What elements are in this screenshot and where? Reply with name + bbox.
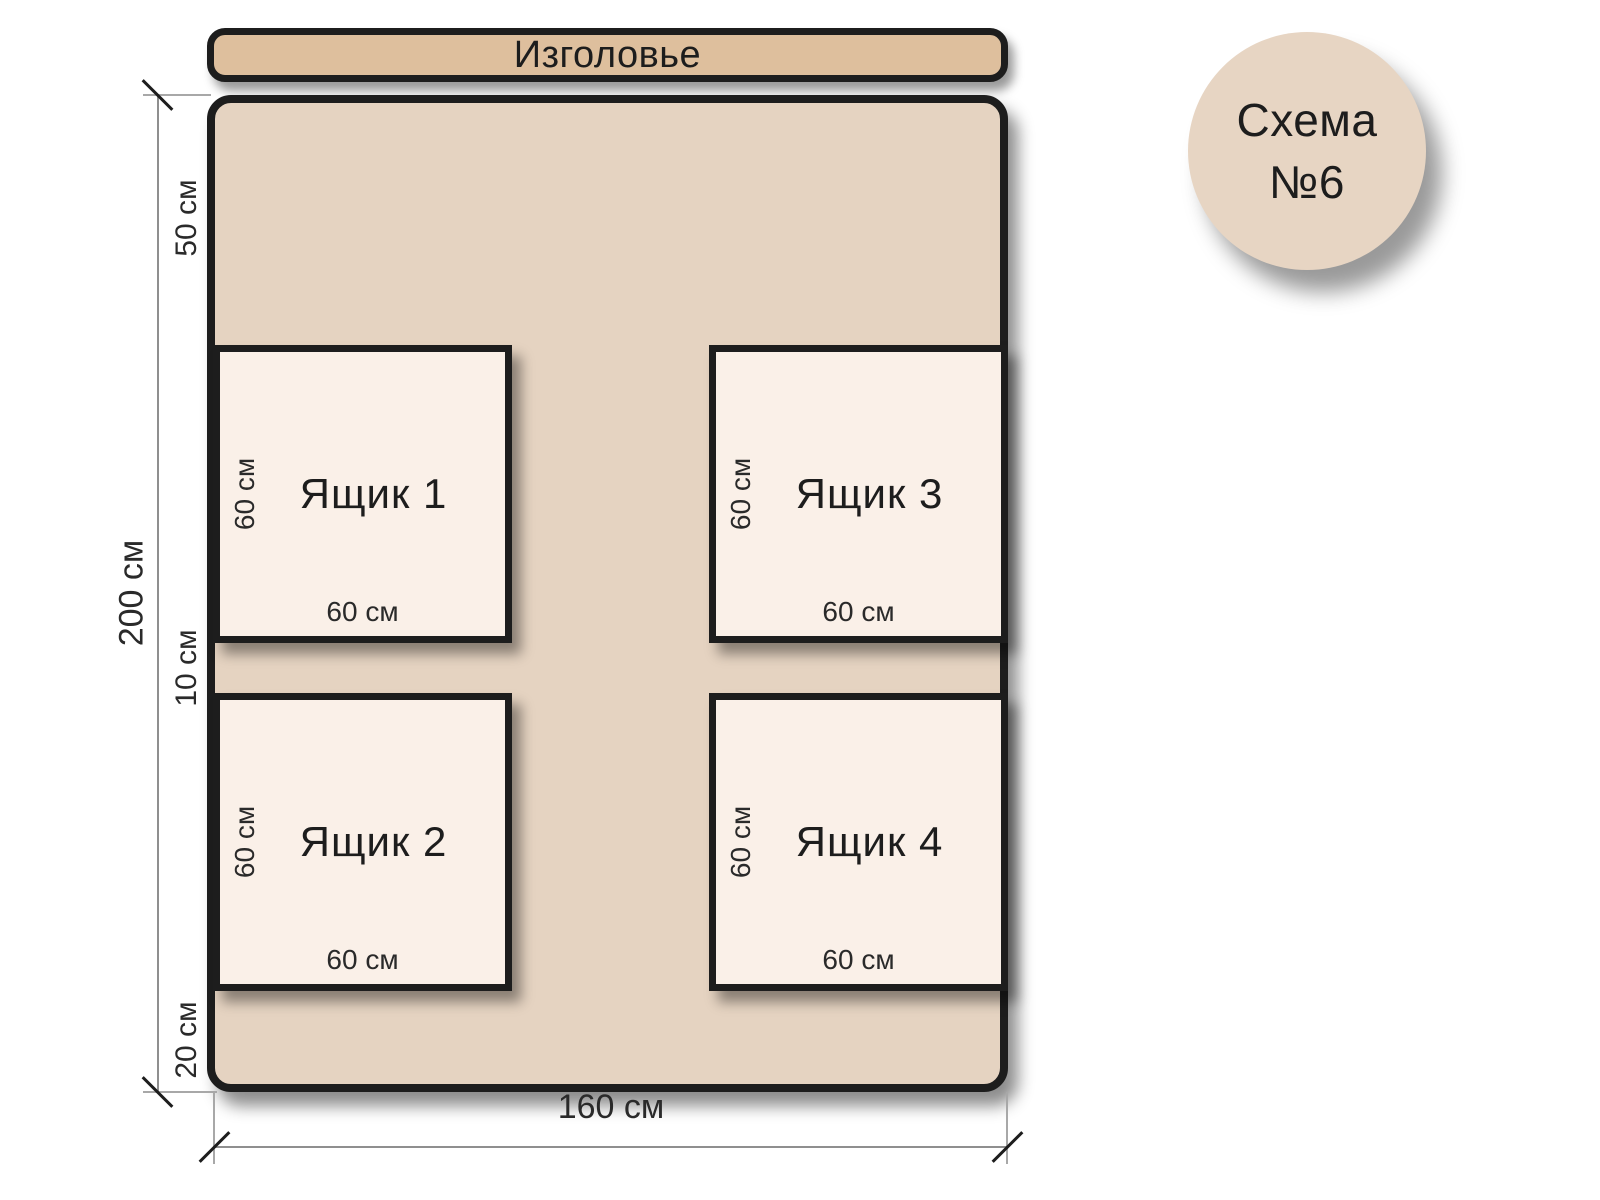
drawer-1-width-label: 60 см bbox=[326, 596, 399, 627]
drawer-2: 60 см Ящик 2 60 см bbox=[213, 693, 512, 991]
drawer-3-name: Ящик 3 bbox=[795, 470, 944, 517]
height-dimension-line bbox=[157, 95, 159, 1092]
extension-line-top-left bbox=[143, 94, 211, 96]
scheme-badge-line1: Схема bbox=[1236, 93, 1378, 146]
extension-line-bottom-left-vertical bbox=[213, 1092, 215, 1164]
drawer-3: 60 см Ящик 3 60 см bbox=[709, 345, 1008, 643]
drawer-4-width-label: 60 см bbox=[822, 944, 895, 975]
drawer-1-height-label: 60 см bbox=[229, 457, 260, 531]
drawer-4: 60 см Ящик 4 60 см bbox=[709, 693, 1008, 991]
drawer-2-width-label: 60 см bbox=[326, 944, 399, 975]
foot-offset-label: 20 см bbox=[170, 1001, 203, 1079]
drawer-2-name: Ящик 2 bbox=[299, 818, 448, 865]
between-rows-label: 10 см bbox=[170, 629, 203, 707]
width-dimension-line bbox=[214, 1146, 1008, 1148]
headboard-label: Изголовье bbox=[513, 33, 702, 76]
overall-width-label: 160 см bbox=[557, 1088, 665, 1126]
drawer-2-height-label: 60 см bbox=[229, 805, 260, 879]
drawer-3-height-label: 60 см bbox=[725, 457, 756, 531]
scheme-badge: Схема №6 bbox=[1188, 32, 1426, 270]
headboard: Изголовье bbox=[207, 28, 1008, 82]
drawer-4-name: Ящик 4 bbox=[795, 818, 944, 865]
extension-line-bottom-left bbox=[143, 1091, 217, 1093]
drawer-1: 60 см Ящик 1 60 см bbox=[213, 345, 512, 643]
drawer-3-width-label: 60 см bbox=[822, 596, 895, 627]
scheme-badge-line2: №6 bbox=[1269, 156, 1345, 208]
overall-height-label: 200 см bbox=[112, 539, 151, 647]
drawer-4-height-label: 60 см bbox=[725, 805, 756, 879]
drawer-1-name: Ящик 1 bbox=[299, 470, 448, 517]
head-offset-label: 50 см bbox=[170, 179, 203, 257]
extension-line-bottom-right-vertical bbox=[1006, 1092, 1008, 1164]
